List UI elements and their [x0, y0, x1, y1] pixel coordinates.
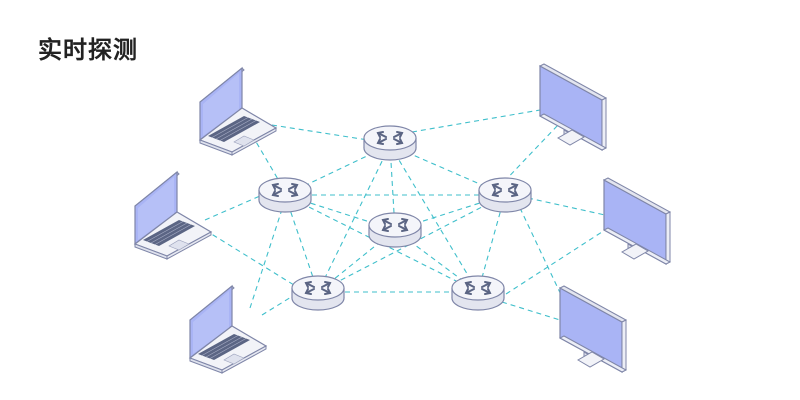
laptop-mid-left	[134, 171, 212, 260]
laptop-bottom-left	[189, 285, 267, 374]
page-title: 实时探测	[38, 36, 138, 64]
router-top	[363, 125, 417, 161]
laptop-top-left	[199, 67, 277, 156]
router-center	[368, 212, 422, 248]
router-right	[478, 177, 532, 213]
monitor-bottom-right	[559, 285, 627, 373]
router-bottom-right	[451, 275, 505, 311]
router-bottom-left	[291, 275, 345, 311]
router-left	[258, 177, 312, 213]
monitor-mid-right	[603, 177, 671, 265]
monitor-top-right	[539, 63, 607, 151]
